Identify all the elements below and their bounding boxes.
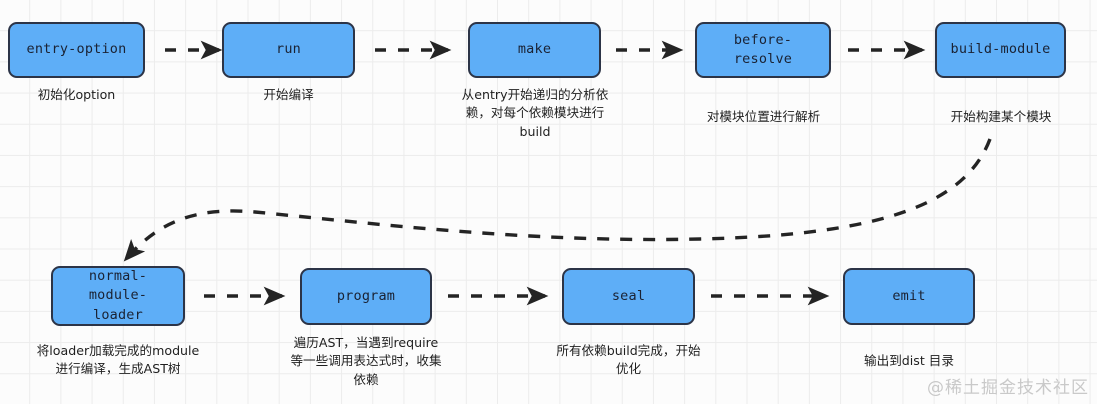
- caption-before-resolve: 对模块位置进行解析: [706, 109, 821, 124]
- node-program[interactable]: program: [300, 268, 432, 325]
- caption-program: 遍历AST，当遇到require 等一些调用表达式时，收集 依赖: [290, 335, 442, 387]
- node-entry-option[interactable]: entry-option: [8, 22, 145, 78]
- node-normal-module-loader[interactable]: normal- module- loader: [51, 266, 185, 326]
- watermark: @稀土掘金技术社区: [927, 378, 1089, 398]
- node-build-module[interactable]: build-module: [935, 22, 1066, 78]
- caption-run: 开始编译: [263, 87, 314, 102]
- node-make[interactable]: make: [468, 22, 601, 78]
- caption-emit: 输出到dist 目录: [864, 353, 954, 368]
- node-emit[interactable]: emit: [843, 268, 975, 325]
- caption-normal-module-loader: 将loader加载完成的module 进行编译，生成AST树: [36, 343, 200, 377]
- node-run[interactable]: run: [222, 22, 355, 78]
- edge-build-module-to-normal-module-loader: [123, 138, 992, 262]
- caption-entry-option: 初始化option: [37, 87, 116, 102]
- caption-build-module: 开始构建某个模块: [950, 109, 1052, 124]
- caption-seal: 所有依赖build完成，开始 优化: [556, 343, 701, 377]
- caption-make: 从entry开始递归的分析依 赖，对每个依赖模块进行 build: [461, 87, 609, 139]
- node-before-resolve[interactable]: before- resolve: [695, 22, 831, 78]
- node-seal[interactable]: seal: [562, 268, 695, 325]
